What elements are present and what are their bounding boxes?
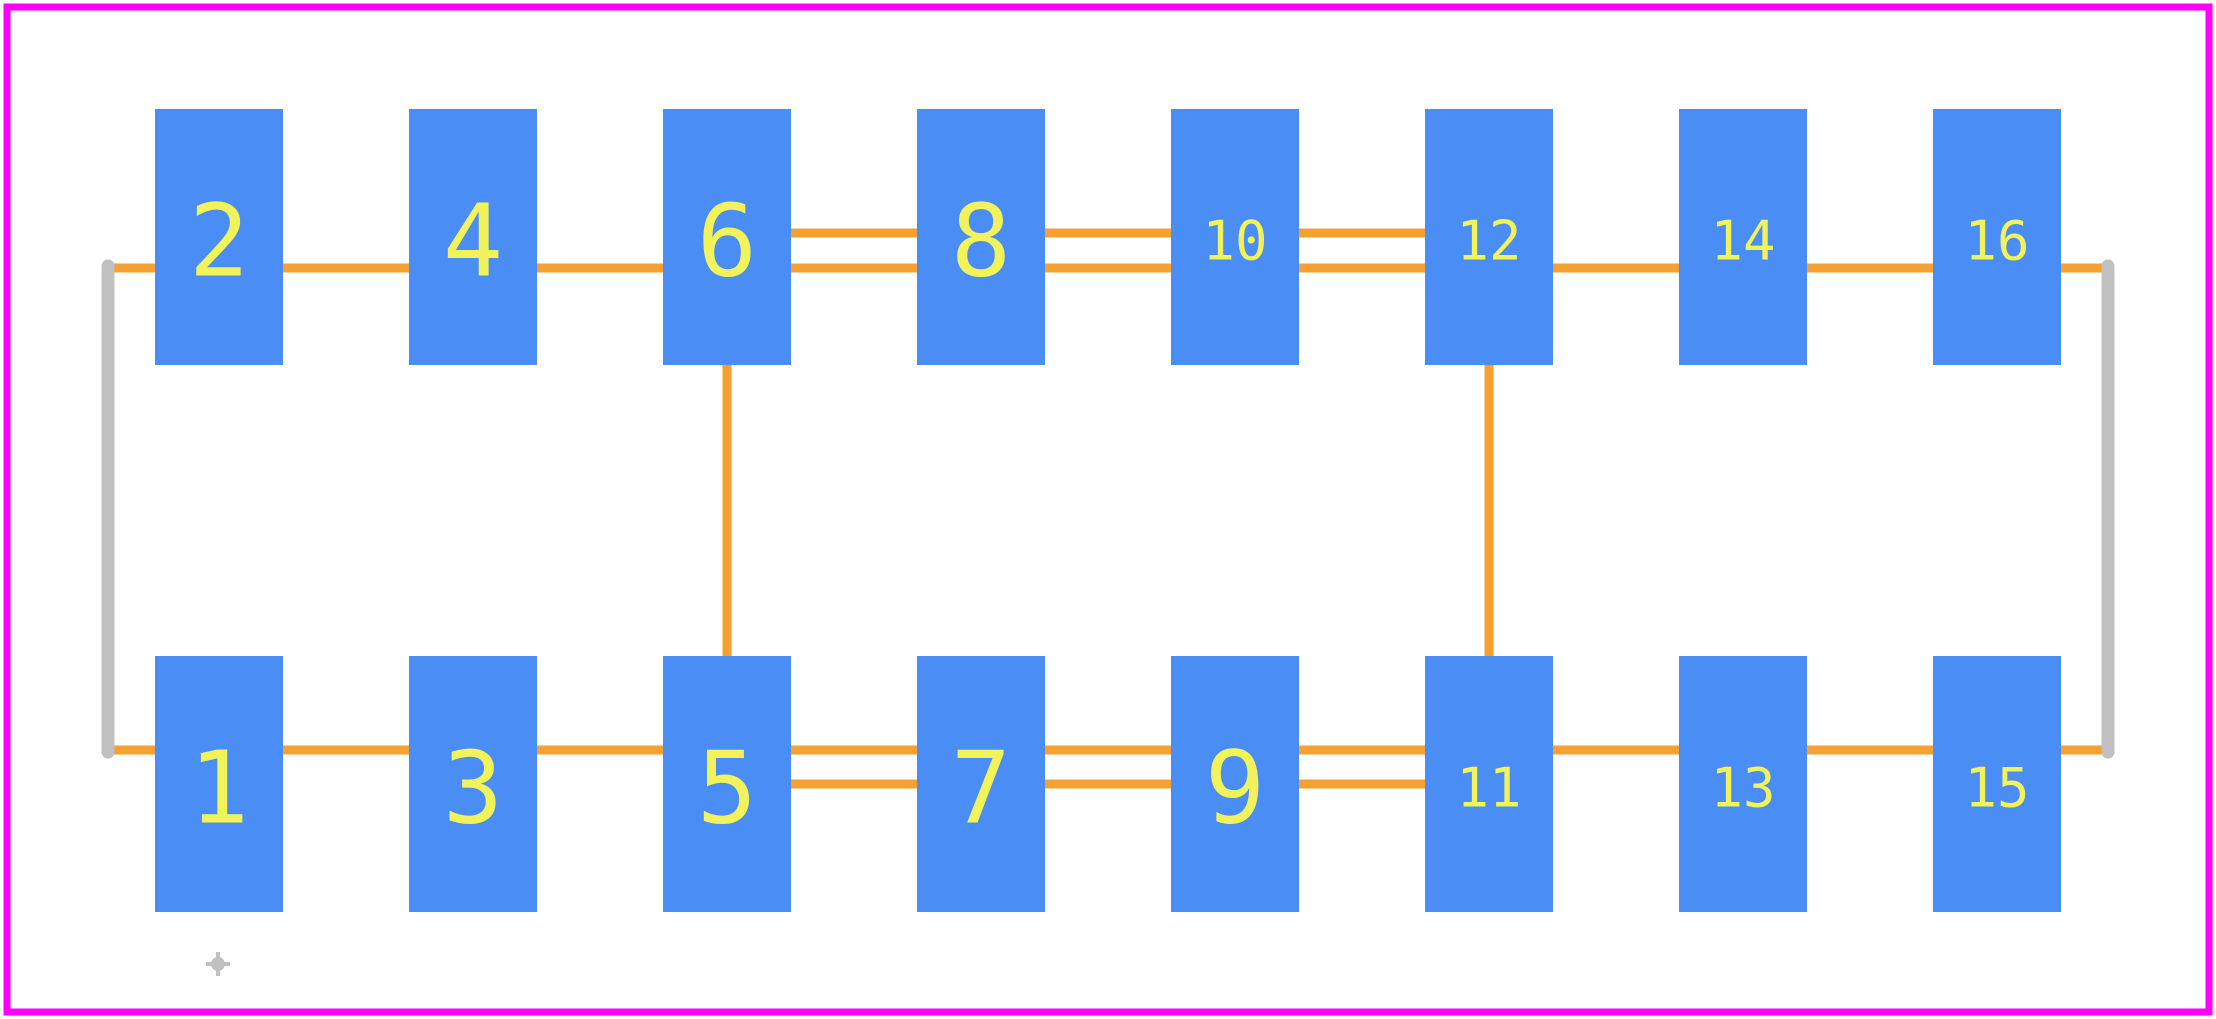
- board-outline: [3, 3, 2213, 1016]
- crosshair-icon: [206, 952, 230, 976]
- pad-4-label: 4: [443, 183, 503, 300]
- pad-5: 5: [663, 656, 791, 912]
- silkscreen: [101, 259, 2115, 759]
- pad-8: 8: [917, 109, 1045, 365]
- pad-15-body: [1933, 656, 2061, 912]
- pad-9-label: 9: [1205, 730, 1265, 847]
- pad-3-body: [409, 656, 537, 912]
- pad-11-body: [1425, 656, 1553, 912]
- pad-6-body: [663, 109, 791, 365]
- pad-1-body: [155, 656, 283, 912]
- pad-7: 7: [917, 656, 1045, 912]
- pad-1-label: 1: [189, 730, 249, 847]
- pad-13-body: [1679, 656, 1807, 912]
- pad-12: 12: [1425, 109, 1553, 365]
- pad-3: 3: [409, 656, 537, 912]
- pad-13: 13: [1679, 656, 1807, 912]
- pad-6-label: 6: [697, 183, 757, 300]
- pad-15-label: 15: [1964, 757, 2029, 820]
- pad-5-body: [663, 656, 791, 912]
- pad-10: 10: [1171, 109, 1299, 365]
- pad-12-body: [1425, 109, 1553, 365]
- pad-14: 14: [1679, 109, 1807, 365]
- pad-9-body: [1171, 656, 1299, 912]
- pad-11: 11: [1425, 656, 1553, 912]
- pad-16-label: 16: [1964, 210, 2029, 273]
- pad-2-label: 2: [189, 183, 249, 300]
- pad-7-body: [917, 656, 1045, 912]
- pad-row-top: 2 4 6 8 10 12 14 16: [155, 109, 2061, 365]
- pad-8-body: [917, 109, 1045, 365]
- pad-10-body: [1171, 109, 1299, 365]
- pad-6: 6: [663, 109, 791, 365]
- pad-2-body: [155, 109, 283, 365]
- pad-1: 1: [155, 656, 283, 912]
- pad-15: 15: [1933, 656, 2061, 912]
- pad-5-label: 5: [697, 730, 757, 847]
- pad-16: 16: [1933, 109, 2061, 365]
- pad-4-body: [409, 109, 537, 365]
- pad-8-label: 8: [951, 183, 1011, 300]
- pad-13-label: 13: [1710, 757, 1775, 820]
- pad-14-label: 14: [1710, 210, 1775, 273]
- pad-2: 2: [155, 109, 283, 365]
- pad-10-label: 10: [1202, 210, 1267, 273]
- pad-4: 4: [409, 109, 537, 365]
- pad-3-label: 3: [443, 730, 503, 847]
- pad-11-label: 11: [1456, 757, 1521, 820]
- pad-14-body: [1679, 109, 1807, 365]
- pad-9: 9: [1171, 656, 1299, 912]
- pad-16-body: [1933, 109, 2061, 365]
- pad-7-label: 7: [951, 730, 1011, 847]
- pad-12-label: 12: [1456, 210, 1521, 273]
